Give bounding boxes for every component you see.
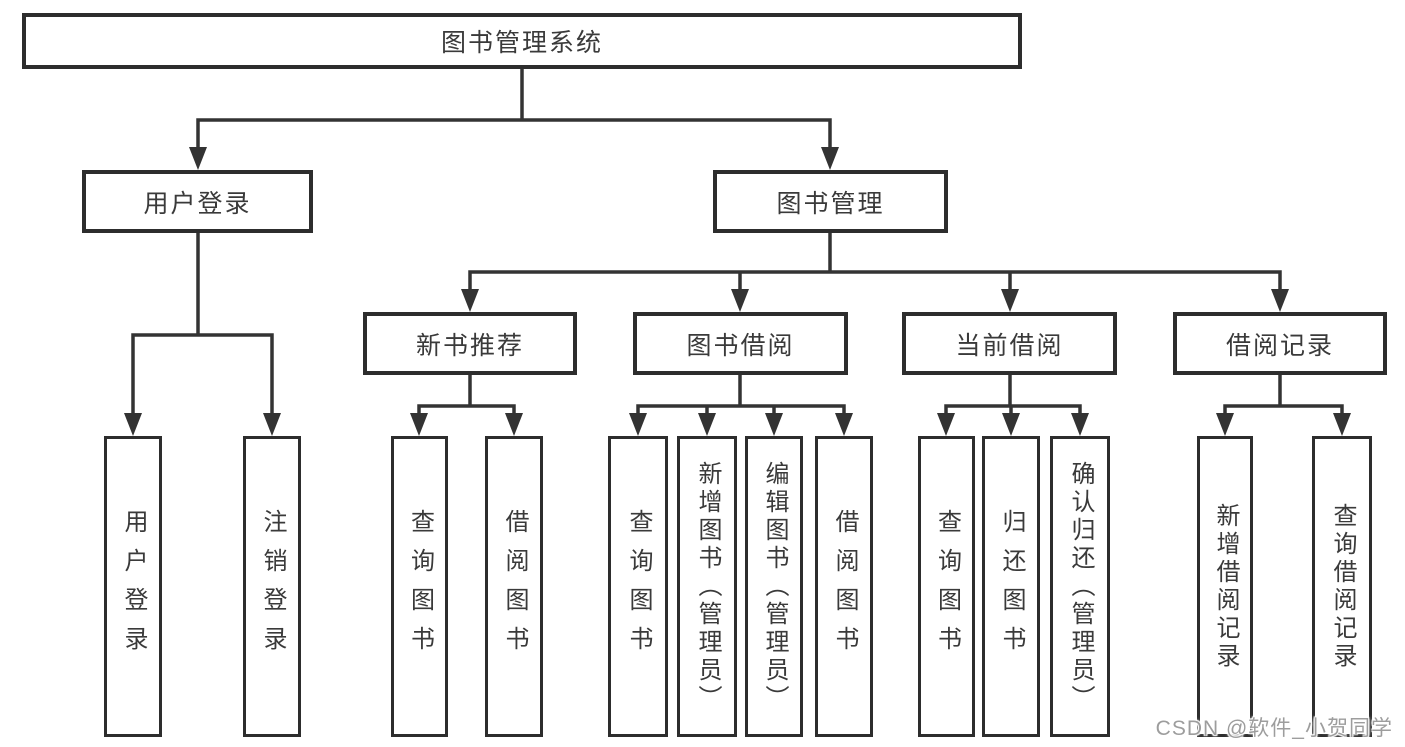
leaf-current-return-books: 归还图书 <box>982 436 1040 737</box>
leaf-records-query-record: 查询借阅记录 <box>1312 436 1372 737</box>
node-label: 新增借阅记录 <box>1212 502 1239 671</box>
leaf-logout: 注销登录 <box>243 436 301 737</box>
node-label: 编辑图书（管理员） <box>761 460 788 713</box>
node-borrowing-records: 借阅记录 <box>1173 312 1387 375</box>
node-label: 借阅图书 <box>831 508 858 665</box>
leaf-recommend-borrow-books: 借阅图书 <box>485 436 543 737</box>
leaf-borrow-edit-books-admin: 编辑图书（管理员） <box>745 436 803 737</box>
node-label: 用户登录 <box>143 189 252 218</box>
watermark-text: CSDN @软件_小贺同学 <box>1155 717 1393 740</box>
node-label: 借阅记录 <box>1225 331 1334 360</box>
leaf-recommend-query-books: 查询图书 <box>391 436 448 737</box>
leaf-user-login: 用户登录 <box>104 436 162 737</box>
leaf-borrow-add-books-admin: 新增图书（管理员） <box>677 436 737 737</box>
node-label: 图书管理系统 <box>440 29 603 57</box>
node-user-login: 用户登录 <box>82 170 313 233</box>
node-label: 查询图书 <box>933 508 961 665</box>
node-label: 注销登录 <box>259 508 286 665</box>
node-label: 查询图书 <box>406 508 434 665</box>
node-book-management: 图书管理 <box>713 170 948 233</box>
leaf-records-add-record: 新增借阅记录 <box>1197 436 1253 737</box>
node-label: 新书推荐 <box>415 331 524 360</box>
node-label: 图书管理 <box>776 189 885 218</box>
node-label: 查询借阅记录 <box>1329 502 1356 671</box>
node-label: 查询图书 <box>625 508 652 665</box>
leaf-current-query-books: 查询图书 <box>918 436 975 737</box>
node-label: 当前借阅 <box>955 331 1064 360</box>
node-new-book-recommend: 新书推荐 <box>363 312 577 375</box>
node-current-borrowing: 当前借阅 <box>902 312 1117 375</box>
node-book-borrowing: 图书借阅 <box>633 312 848 375</box>
node-library-system: 图书管理系统 <box>22 13 1022 69</box>
node-label: 确认归还（管理员） <box>1067 460 1094 713</box>
node-label: 新增图书（管理员） <box>694 460 721 713</box>
arrowheads <box>124 147 1351 436</box>
node-label: 归还图书 <box>998 508 1025 665</box>
leaf-borrow-borrow-books: 借阅图书 <box>815 436 873 737</box>
leaf-current-confirm-return-admin: 确认归还（管理员） <box>1050 436 1110 737</box>
node-label: 图书借阅 <box>686 331 795 360</box>
node-label: 用户登录 <box>120 508 147 665</box>
node-label: 借阅图书 <box>501 508 528 665</box>
leaf-borrow-query-books: 查询图书 <box>608 436 668 737</box>
